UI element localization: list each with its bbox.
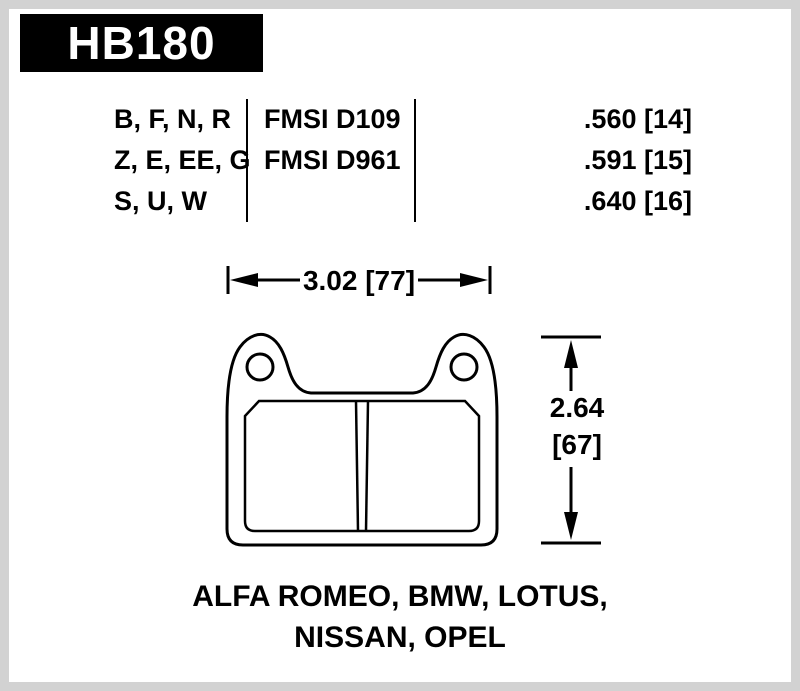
center-slot-right-edge <box>364 400 370 532</box>
width-dimension-label: 3.02 [77] <box>303 265 415 296</box>
compound-codes: B, F, N, R <box>100 99 248 140</box>
height-dimension-label-inches: 2.64 <box>550 392 605 423</box>
mounting-hole-right-icon <box>449 352 479 382</box>
pad-inner-outline <box>243 399 481 533</box>
vehicle-applications: ALFA ROMEO, BMW, LOTUS, NISSAN, OPEL <box>9 576 791 658</box>
width-dimension: 3.02 [77] <box>226 265 492 296</box>
fmsi-number <box>248 181 416 222</box>
pad-outer-outline <box>225 332 499 547</box>
spec-table: B, F, N, R FMSI D109 .560 [14] Z, E, EE,… <box>100 99 702 222</box>
compound-codes: S, U, W <box>100 181 248 222</box>
height-dim-up-arrow-icon <box>564 340 578 368</box>
applications-line-1: ALFA ROMEO, BMW, LOTUS, <box>192 580 608 613</box>
pad-outline-group <box>225 332 499 547</box>
applications-line-2: NISSAN, OPEL <box>294 621 506 654</box>
height-dimension-label-mm: [67] <box>552 429 602 460</box>
brake-pad-drawing: 3.02 [77] 2.64 [67] <box>200 255 620 555</box>
spec-sheet-page: HB180 B, F, N, R FMSI D109 .560 [14] Z, … <box>9 9 791 682</box>
part-number-badge: HB180 <box>20 14 263 72</box>
compound-codes: Z, E, EE, G <box>100 140 251 181</box>
fmsi-number: FMSI D961 <box>248 140 416 181</box>
fmsi-number: FMSI D109 <box>248 99 416 140</box>
width-dim-right-arrow-icon <box>460 273 488 287</box>
pad-thickness: .640 [16] <box>583 186 692 216</box>
height-dimension: 2.64 [67] <box>541 335 605 545</box>
height-dim-down-arrow-icon <box>564 512 578 540</box>
pad-thickness: .560 [14] <box>583 104 692 134</box>
part-number: HB180 <box>67 17 216 69</box>
center-slot-left-edge <box>354 400 360 532</box>
mounting-hole-left-icon <box>245 352 275 382</box>
pad-thickness: .591 [15] <box>583 145 692 175</box>
width-dim-left-arrow-icon <box>230 273 258 287</box>
brake-pad-diagram-svg: 3.02 [77] 2.64 [67] <box>225 265 605 547</box>
